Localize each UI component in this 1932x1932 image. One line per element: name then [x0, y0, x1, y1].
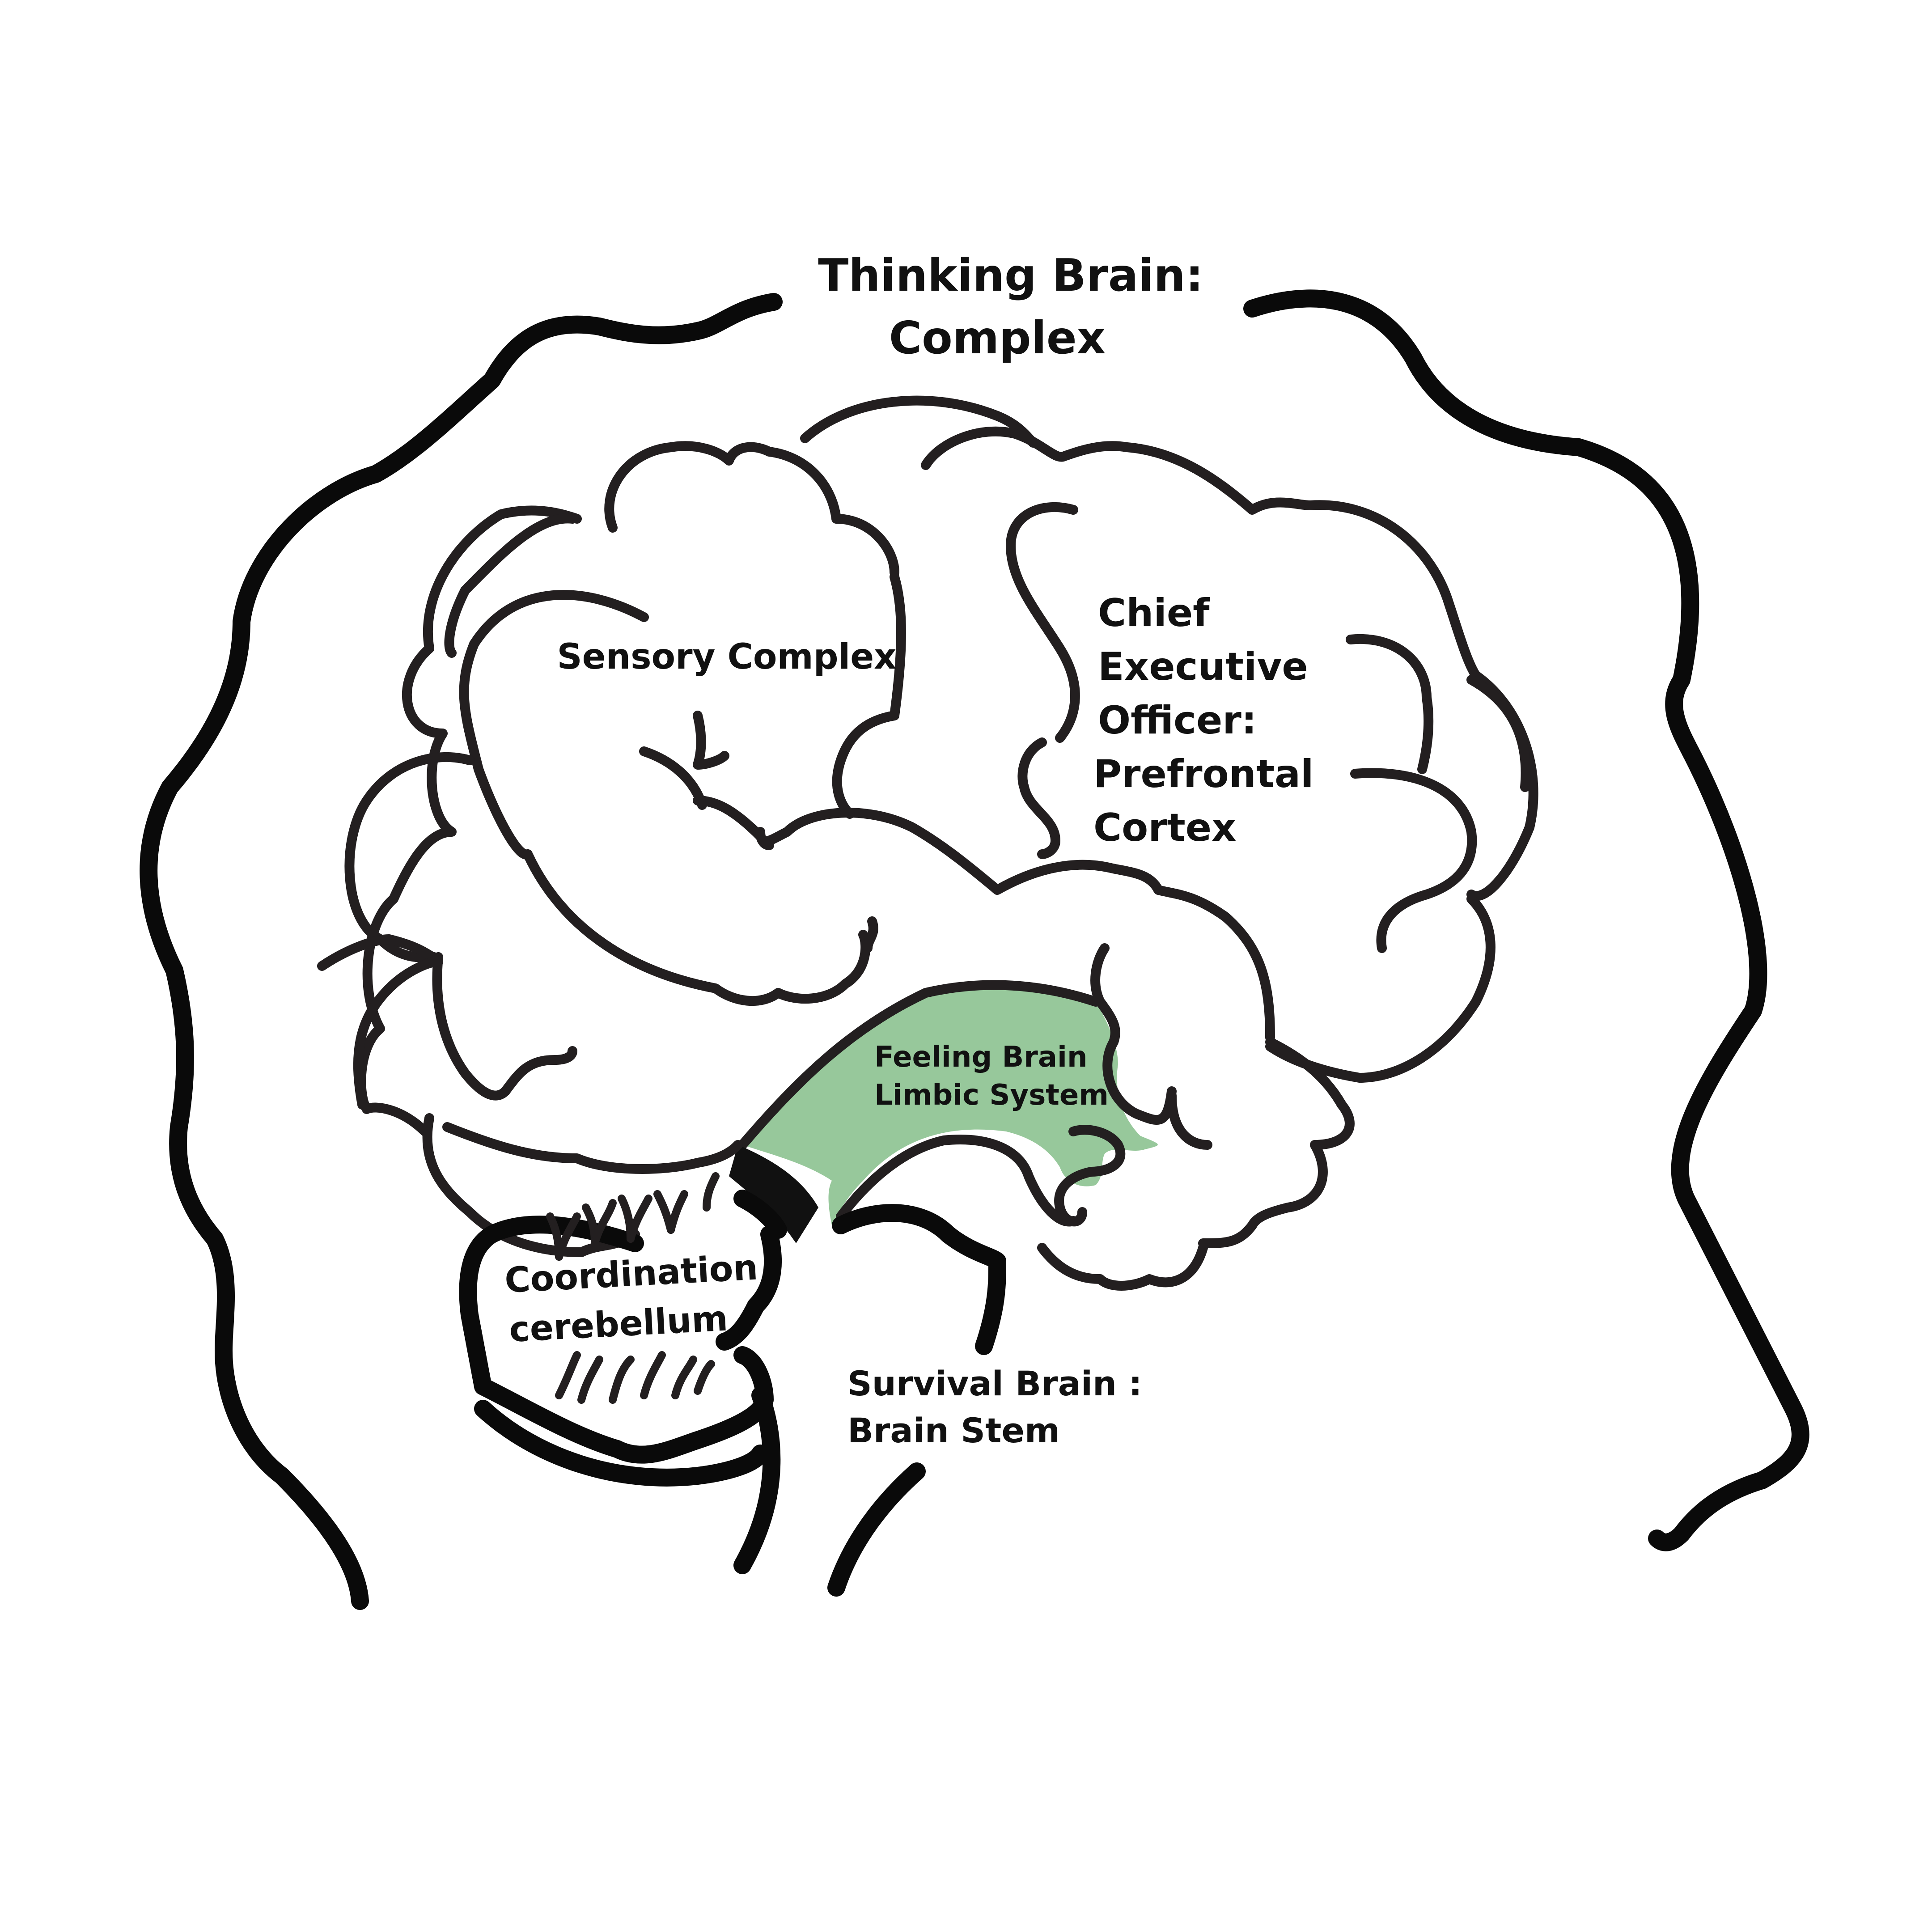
limbic-inner-curve — [836, 1135, 1078, 1227]
gyrus-sensory-top — [604, 441, 899, 577]
gyrus-temporal-right-3 — [1265, 1037, 1355, 1150]
label-survival-line2: Brain Stem — [847, 1411, 1060, 1450]
head-outline-left — [140, 293, 783, 1610]
thalamus-dark-band — [729, 1145, 818, 1243]
label-thinking-line1: Thinking Brain: — [818, 249, 1203, 301]
gyrus-temporal-base — [1198, 1140, 1328, 1248]
gyrus-sensory-inner — [444, 513, 577, 658]
cerebellum-edge — [733, 1190, 787, 1239]
gyrus-mid-top — [921, 426, 1481, 680]
gyrus-right-fold-1 — [1346, 634, 1434, 774]
label-feeling-line1: Feeling Brain — [874, 1041, 1088, 1074]
head-outline-right — [1243, 289, 1809, 1551]
brain-stem — [733, 1204, 1006, 1597]
cerebrum — [317, 395, 1538, 1291]
head-outline — [140, 289, 1809, 1610]
gyrus-left-fold-2 — [353, 957, 443, 1110]
label-survival-line1: Survival Brain : — [847, 1364, 1142, 1403]
gyrus-front-bottom — [1265, 894, 1496, 1083]
gyrus-central-left — [459, 590, 649, 860]
label-ceo-line3: Officer: — [1098, 698, 1257, 743]
gyrus-right-fold-2 — [1350, 768, 1477, 953]
cerebellum — [459, 1172, 787, 1487]
gyrus-sensory-rightfold — [832, 572, 906, 819]
gyrus-sensory-bottom — [755, 827, 774, 850]
gyrus-sensory-branch — [693, 711, 729, 770]
label-feeling-line2: Limbic System — [874, 1079, 1109, 1112]
limbic-system — [729, 980, 1158, 1243]
label-ceo-line2: Executive — [1098, 644, 1308, 689]
gyrus-temporal-lobe — [523, 849, 871, 1006]
cerebrum-lower-outline — [442, 1122, 743, 1174]
gyrus-temporal-right — [1090, 943, 1177, 1125]
label-coordination-line2: cerebellum — [508, 1298, 729, 1350]
cerebrum-outer-outline — [356, 505, 582, 1136]
label-sensory-complex: Sensory Complex — [557, 637, 897, 677]
label-coordination-line1: Coordination — [504, 1247, 759, 1301]
gyrus-front-right-outer — [1466, 675, 1531, 792]
gyrus-occipital-lower — [500, 1046, 577, 1096]
gyrus-temporal-base-2 — [1037, 1243, 1208, 1291]
brain-stem-right — [827, 1462, 926, 1597]
brain-stem-upper — [832, 1204, 1006, 1355]
cerebellum-outline — [459, 1216, 644, 1458]
gyrus-ceo-lower — [1017, 737, 1060, 859]
label-ceo-line5: Cortex — [1093, 805, 1237, 850]
gyrus-temporal-right-2 — [1167, 1091, 1212, 1150]
cerebellum-right — [716, 1225, 782, 1351]
gyrus-sensory-sulcus — [639, 746, 707, 810]
gyrus-occipital-inner — [432, 952, 510, 1101]
gyrus-left-fold — [317, 934, 439, 971]
gyrus-ceo-left — [1006, 502, 1080, 743]
label-thinking-line2: Complex — [889, 312, 1106, 364]
cerebellum-folia — [546, 1172, 720, 1404]
gyrus-parietal-curve — [863, 916, 878, 953]
label-ceo-line1: Chief — [1098, 591, 1210, 636]
cerebellum-base — [474, 1400, 769, 1487]
brain-stem-left — [733, 1386, 781, 1574]
limbic-outline — [737, 980, 1101, 1150]
gyrus-parietal-inner — [344, 752, 475, 962]
label-ceo-line4: Prefrontal — [1093, 752, 1314, 797]
cerebellum-lower-curve — [608, 1346, 774, 1464]
